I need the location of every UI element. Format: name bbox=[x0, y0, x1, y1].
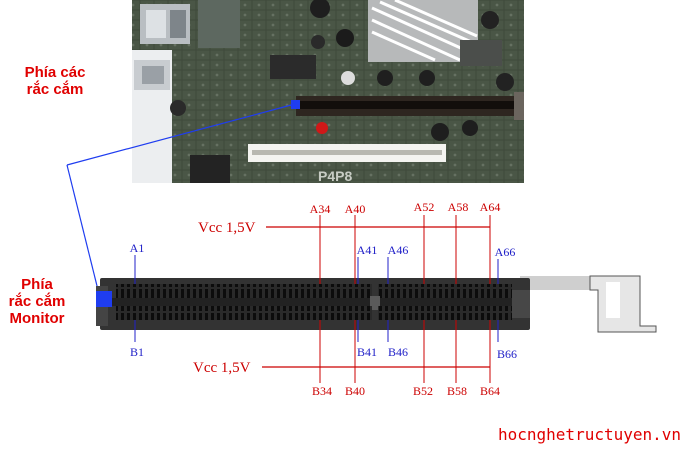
pin-label-b66: B66 bbox=[497, 347, 517, 361]
pin-label-b40: B40 bbox=[345, 384, 365, 398]
vcc-top-label: Vcc 1,5V bbox=[198, 220, 256, 236]
board-side-label: Phía các rắc cắm bbox=[10, 64, 100, 98]
pci-slot-photo bbox=[248, 144, 446, 162]
connector-slot-marker bbox=[96, 291, 112, 307]
board-silkscreen-label: P4P8 bbox=[318, 168, 352, 184]
pin-label-b46: B46 bbox=[388, 345, 408, 359]
heatsink bbox=[368, 0, 478, 62]
pin-label-a46: A46 bbox=[388, 243, 409, 257]
vcc-lines bbox=[262, 226, 490, 368]
pin-label-b41: B41 bbox=[357, 345, 377, 359]
motherboard-photo: P4P8 bbox=[132, 0, 524, 184]
pin-label-a52: A52 bbox=[414, 200, 435, 214]
board-slot-marker bbox=[291, 100, 300, 109]
pin-label-b64: B64 bbox=[480, 384, 500, 398]
pin-label-b1: B1 bbox=[130, 345, 144, 359]
monitor-side-label-line3: Monitor bbox=[9, 310, 65, 327]
pin-label-a40: A40 bbox=[345, 202, 366, 216]
monitor-side-label: Phía rắc cắm Monitor bbox=[2, 276, 72, 327]
monitor-side-label-line2: rắc cắm bbox=[8, 293, 66, 310]
pin-label-b34: B34 bbox=[312, 384, 332, 398]
vcc-bottom-label: Vcc 1,5V bbox=[193, 360, 251, 376]
pin-label-a58: A58 bbox=[448, 200, 469, 214]
pin-label-a66: A66 bbox=[495, 245, 516, 259]
red-pin-leaders bbox=[319, 215, 491, 383]
board-side-label-line2: rắc cắm bbox=[26, 81, 84, 98]
pin-label-b52: B52 bbox=[413, 384, 433, 398]
blue-pin-leaders bbox=[134, 255, 499, 342]
website-watermark: hocnghetructuyen.vn bbox=[498, 425, 682, 444]
agp-connector bbox=[96, 275, 657, 333]
board-side-label-line1: Phía các bbox=[24, 64, 86, 81]
pin-label-a64: A64 bbox=[480, 200, 501, 214]
monitor-side-label-line1: Phía bbox=[21, 276, 53, 293]
pointer-lines bbox=[66, 100, 300, 299]
pin-label-a34: A34 bbox=[310, 202, 331, 216]
pin-label-a41: A41 bbox=[357, 243, 378, 257]
pin-label-a1: A1 bbox=[130, 241, 145, 255]
pin-label-b58: B58 bbox=[447, 384, 467, 398]
agp-slot-photo bbox=[296, 92, 524, 120]
